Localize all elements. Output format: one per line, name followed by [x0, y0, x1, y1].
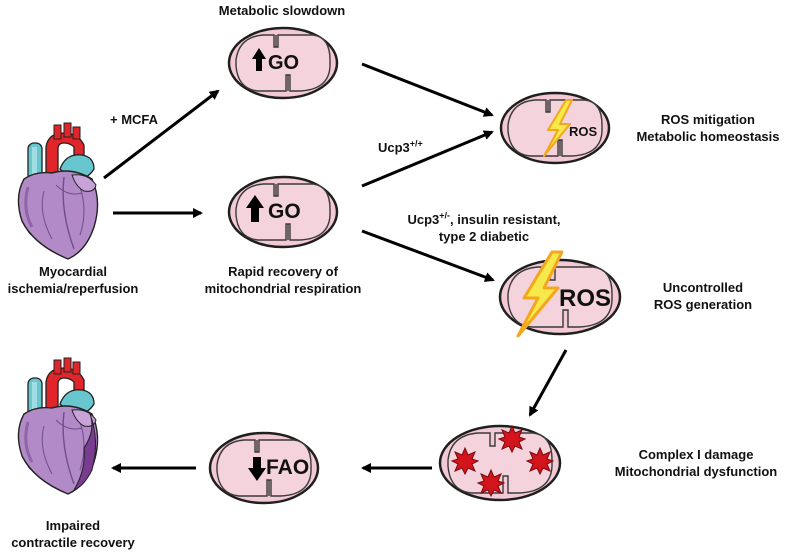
- uncontrolled-ros-label: Uncontrolled ROS generation: [628, 279, 778, 313]
- complex-i-label: Complex I damage Mitochondrial dysfuncti…: [606, 446, 786, 480]
- ros-mitigation-label: ROS mitigation Metabolic homeostasis: [628, 111, 788, 145]
- mid-caption-line1: Rapid recovery of: [228, 264, 338, 279]
- mcfa-label: + MCFA: [110, 112, 159, 127]
- damage-burst-icon: [526, 447, 554, 475]
- impaired-recovery-line2: contractile recovery: [11, 535, 135, 550]
- mid-caption: Rapid recovery of mitochondrial respirat…: [183, 263, 383, 297]
- ucp3-het-label: Ucp3+/-, insulin resistant, type 2 diabe…: [390, 211, 578, 245]
- mito-top-label: GO: [268, 52, 300, 74]
- ucp3-wt-label: Ucp3+/+: [378, 139, 423, 156]
- mito-ros-large-label: ROS: [559, 285, 612, 312]
- uncontrolled-ros-line1: Uncontrolled: [662, 280, 744, 295]
- damaged-heart-icon: [16, 356, 100, 496]
- damage-burst-icon: [498, 425, 526, 453]
- ucp3-wt-prefix: Ucp3: [378, 140, 410, 155]
- damage-burst-icon: [451, 447, 479, 475]
- ucp3-wt-genotype: +/+: [409, 138, 423, 149]
- mito-mid-label: GO: [268, 200, 301, 223]
- down-arrow-icon: [248, 457, 266, 481]
- complex-i-line2: Mitochondrial dysfunction: [614, 464, 778, 479]
- ischemia-label: Myocardial ischemia/reperfusion: [0, 263, 148, 297]
- damage-burst-icon: [477, 469, 505, 497]
- ros-mitigation-line1: ROS mitigation: [661, 112, 755, 127]
- arrow-top-to-ros: [361, 62, 494, 117]
- ucp3-het-suffix: , insulin resistant,: [450, 212, 561, 227]
- ucp3-het-genotype: +/-: [439, 210, 451, 221]
- ischemia-label-line2: ischemia/reperfusion: [7, 281, 139, 296]
- arrow-uncontrolled-to-damage: [528, 349, 568, 417]
- mito-ros-small-label: ROS: [569, 124, 598, 139]
- uncontrolled-ros-line2: ROS generation: [653, 297, 753, 312]
- mito-fao-label: FAO: [266, 456, 310, 479]
- complex-i-line1: Complex I damage: [638, 447, 754, 462]
- diagram-title: Metabolic slowdown: [218, 3, 346, 18]
- up-arrow-icon: [246, 195, 264, 222]
- ucp3-het-line2: type 2 diabetic: [438, 229, 530, 244]
- impaired-recovery-label: Impaired contractile recovery: [0, 517, 148, 551]
- arrow-heart-to-top: [103, 89, 220, 180]
- ucp3-het-prefix: Ucp3: [407, 212, 440, 227]
- mid-caption-line2: mitochondrial respiration: [204, 281, 362, 296]
- ischemia-label-line1: Myocardial: [39, 264, 107, 279]
- mitochondrion-damaged: [438, 424, 562, 502]
- impaired-recovery-line1: Impaired: [45, 518, 101, 533]
- heart-icon: [16, 121, 100, 261]
- ros-mitigation-line2: Metabolic homeostasis: [636, 129, 780, 144]
- up-arrow-icon: [252, 48, 266, 71]
- arrow-mid-to-ros: [361, 130, 494, 188]
- arrow-mid-to-uncontrolled: [361, 229, 495, 282]
